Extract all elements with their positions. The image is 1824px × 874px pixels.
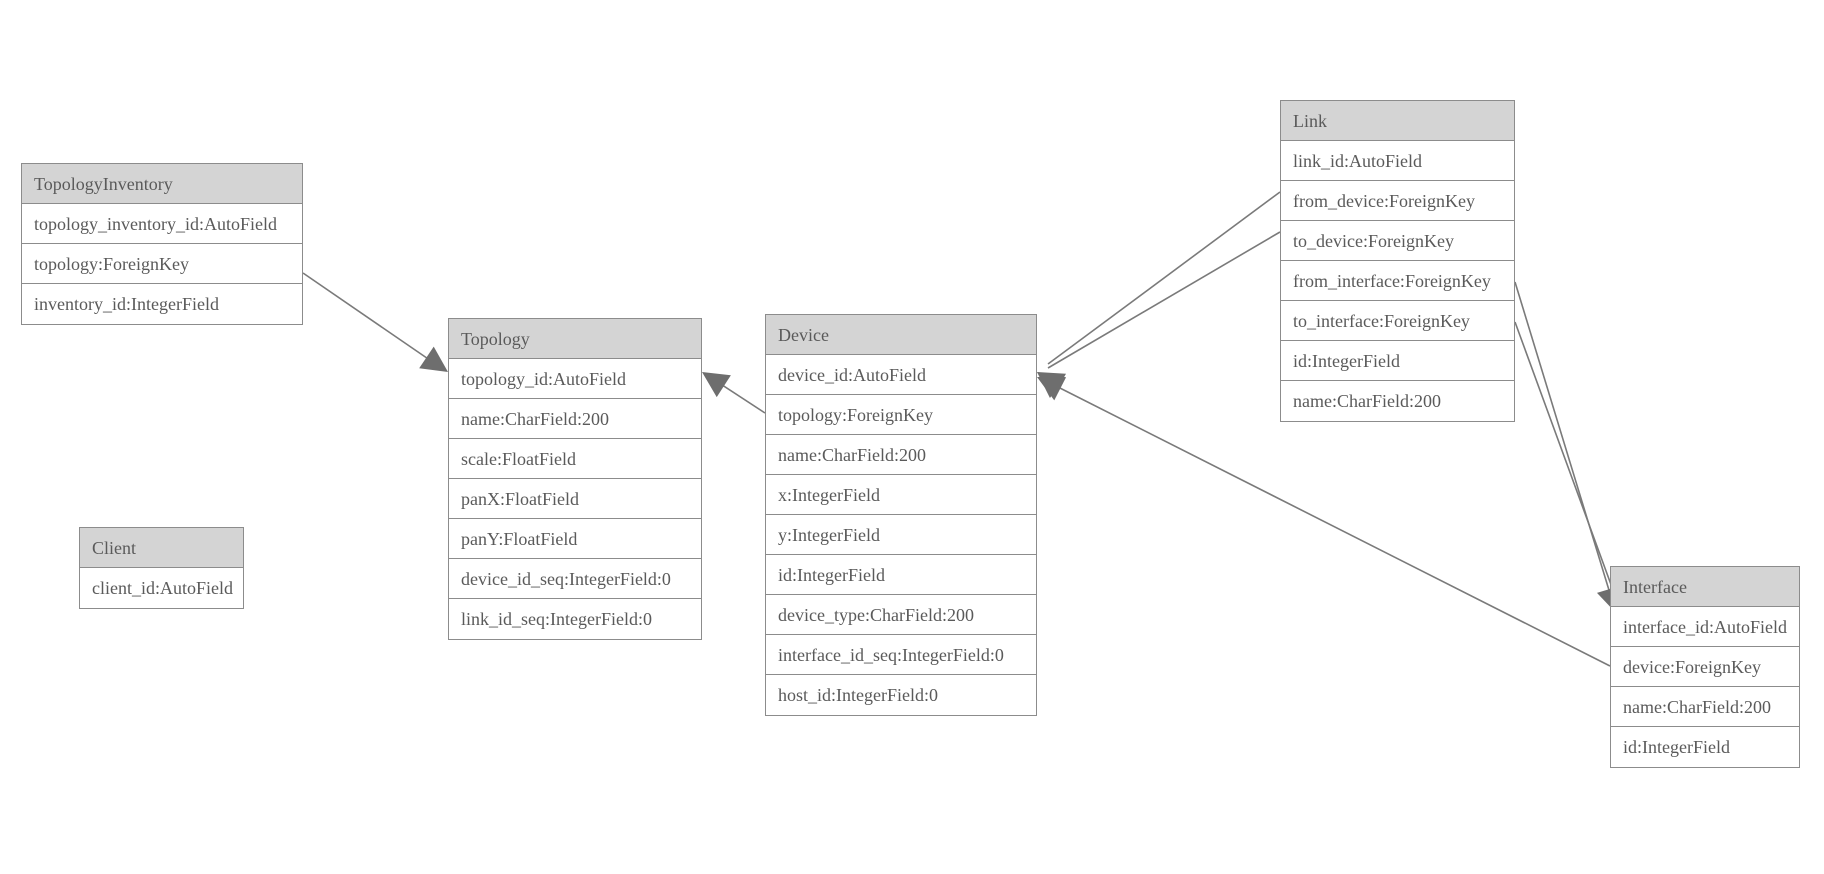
entity-title-interface: Interface — [1611, 567, 1799, 607]
entity-title-client: Client — [80, 528, 243, 568]
relationship-link-device-to — [1037, 231, 1281, 397]
field-row[interactable]: topology_inventory_id:AutoField — [22, 204, 302, 244]
field-row[interactable]: interface_id:AutoField — [1611, 607, 1799, 647]
relationship-line — [1047, 231, 1281, 369]
relationship-device-topology — [702, 372, 766, 414]
field-row[interactable]: topology:ForeignKey — [766, 395, 1036, 435]
field-row[interactable]: from_interface:ForeignKey — [1281, 261, 1514, 301]
field-row[interactable]: interface_id_seq:IntegerField:0 — [766, 635, 1036, 675]
field-row[interactable]: device_type:CharField:200 — [766, 595, 1036, 635]
field-row[interactable]: scale:FloatField — [449, 439, 701, 479]
field-row[interactable]: id:IntegerField — [1281, 341, 1514, 381]
relationship-link-device-from — [1037, 191, 1281, 399]
relationship-line — [712, 378, 766, 414]
field-row[interactable]: inventory_id:IntegerField — [22, 284, 302, 324]
entity-title-topologyinventory: TopologyInventory — [22, 164, 302, 204]
relationship-line — [1514, 281, 1613, 601]
field-row[interactable]: device:ForeignKey — [1611, 647, 1799, 687]
field-row[interactable]: link_id_seq:IntegerField:0 — [449, 599, 701, 639]
field-row[interactable]: to_interface:ForeignKey — [1281, 301, 1514, 341]
field-row[interactable]: device_id_seq:IntegerField:0 — [449, 559, 701, 599]
field-row[interactable]: name:CharField:200 — [766, 435, 1036, 475]
field-row[interactable]: id:IntegerField — [766, 555, 1036, 595]
entity-title-link: Link — [1281, 101, 1514, 141]
field-row[interactable]: topology_id:AutoField — [449, 359, 701, 399]
relationship-line — [1047, 381, 1611, 667]
relationship-line — [1047, 191, 1281, 365]
field-row[interactable]: device_id:AutoField — [766, 355, 1036, 395]
field-row[interactable]: topology:ForeignKey — [22, 244, 302, 284]
field-row[interactable]: to_device:ForeignKey — [1281, 221, 1514, 261]
entity-title-topology: Topology — [449, 319, 701, 359]
field-row[interactable]: host_id:IntegerField:0 — [766, 675, 1036, 715]
field-row[interactable]: id:IntegerField — [1611, 727, 1799, 767]
field-row[interactable]: x:IntegerField — [766, 475, 1036, 515]
field-row[interactable]: panY:FloatField — [449, 519, 701, 559]
field-row[interactable]: name:CharField:200 — [449, 399, 701, 439]
relationship-line — [302, 272, 438, 366]
field-row[interactable]: y:IntegerField — [766, 515, 1036, 555]
relationship-topologyinventory-topology — [302, 272, 448, 372]
field-row[interactable]: link_id:AutoField — [1281, 141, 1514, 181]
field-row[interactable]: name:CharField:200 — [1281, 381, 1514, 421]
entity-title-device: Device — [766, 315, 1036, 355]
field-row[interactable]: client_id:AutoField — [80, 568, 243, 608]
field-row[interactable]: panX:FloatField — [449, 479, 701, 519]
field-row[interactable]: name:CharField:200 — [1611, 687, 1799, 727]
field-row[interactable]: from_device:ForeignKey — [1281, 181, 1514, 221]
relationship-line — [1514, 321, 1618, 602]
